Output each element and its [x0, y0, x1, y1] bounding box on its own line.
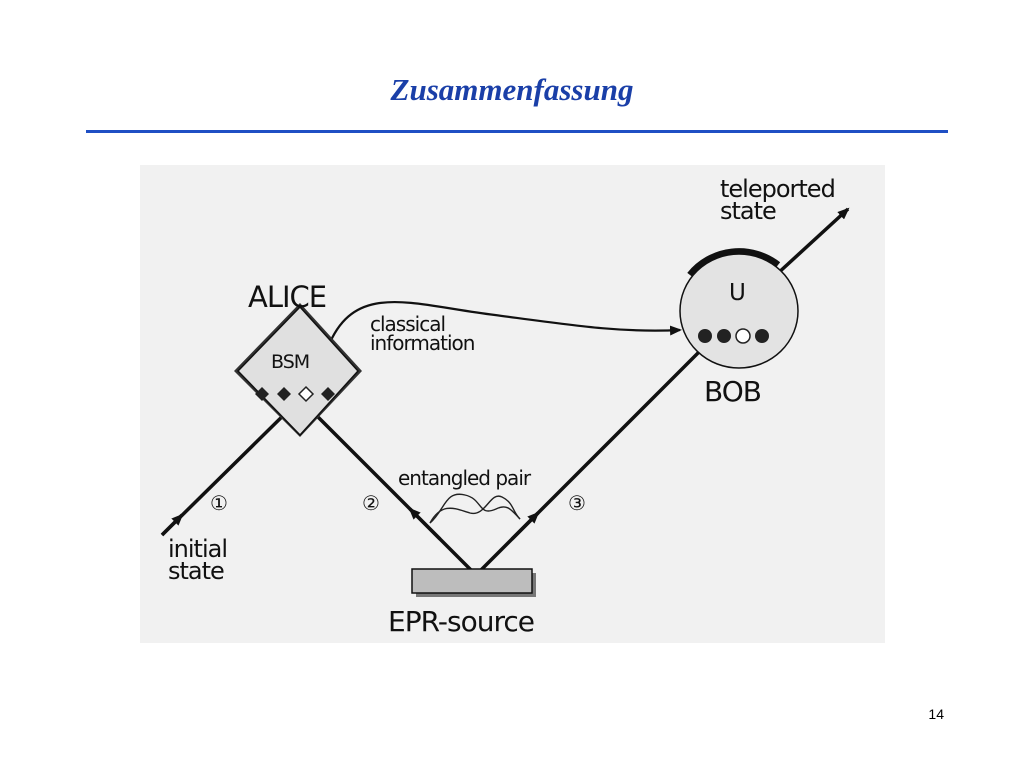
- epr-source-block: [411, 568, 533, 594]
- bob-device: [679, 253, 799, 369]
- classical-label-line2: information: [370, 331, 474, 355]
- classical-channel: [326, 300, 682, 348]
- path-1-marker: ①: [210, 491, 228, 515]
- entangled-pair-label: entangled pair: [398, 466, 532, 490]
- initial-label-line2: state: [168, 557, 224, 585]
- path-3-marker: ③: [568, 491, 586, 515]
- path-2-source-to-alice: [298, 397, 478, 577]
- bob-label: BOB: [704, 375, 761, 408]
- teleportation-diagram: ALICE BSM U BOB classical information te…: [140, 165, 885, 643]
- unitary-label: U: [729, 280, 746, 306]
- path-1-initial-to-alice: [160, 399, 300, 537]
- initial-label-line1: initial: [168, 535, 227, 563]
- bob-indicator-open: [735, 328, 751, 344]
- bob-indicator-filled: [698, 329, 712, 343]
- bsm-indicator-filled: [321, 387, 335, 401]
- teleported-label-line1: teleported: [720, 175, 835, 203]
- bsm-indicator-filled: [255, 387, 269, 401]
- classical-label-line1: classical: [370, 312, 445, 336]
- entangled-wave-b: [429, 495, 521, 524]
- bsm-indicator-open: [297, 385, 315, 403]
- entangled-wave-a: [429, 493, 521, 524]
- page-number: 14: [928, 706, 944, 722]
- title-rule: [86, 130, 948, 133]
- bsm-device: [236, 305, 360, 437]
- teleported-path: [774, 207, 850, 277]
- path-3-arrow: [510, 511, 540, 541]
- diagram-panel: [140, 165, 885, 643]
- initial-arrow: [160, 513, 184, 537]
- bob-indicator-filled: [717, 329, 731, 343]
- bsm-label: BSM: [271, 351, 309, 373]
- bsm-indicator-filled: [277, 387, 291, 401]
- bob-indicator-filled: [755, 329, 769, 343]
- slide-title: Zusammenfassung: [390, 72, 634, 107]
- alice-label: ALICE: [248, 280, 326, 314]
- epr-source-label: EPR-source: [388, 605, 534, 638]
- path-2-arrow: [408, 507, 442, 541]
- bob-device-rim: [687, 248, 781, 278]
- teleported-label-line2: state: [720, 197, 776, 225]
- path-2-marker: ②: [362, 491, 380, 515]
